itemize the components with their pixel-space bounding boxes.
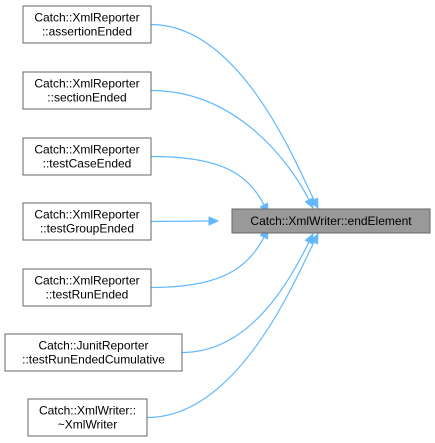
edge-line-4 — [150, 236, 265, 289]
nodes: Catch::XmlReporter::assertionEndedCatch:… — [4, 5, 431, 437]
arrowhead-icon — [208, 216, 220, 226]
edge-caller-2 — [150, 155, 269, 215]
edge-line-5 — [181, 241, 310, 354]
arrowhead-icon — [309, 197, 319, 210]
target-node-label-line-0: Catch::XmlWriter::endElement — [250, 214, 412, 228]
edge-caller-5 — [181, 232, 314, 354]
edge-line-0 — [150, 23, 315, 201]
caller-node-3-box — [22, 202, 152, 241]
arrowhead-icon — [309, 232, 319, 245]
caller-node-2-label-line-0: Catch::XmlReporter — [34, 143, 139, 157]
caller-node-1-label-line-0: Catch::XmlReporter — [34, 77, 139, 91]
caller-node-0[interactable]: Catch::XmlReporter::assertionEnded — [22, 5, 152, 44]
caller-node-5-box — [4, 333, 183, 372]
edge-caller-3 — [150, 216, 220, 226]
caller-node-1-label-line-1: ::sectionEnded — [47, 91, 126, 105]
caller-node-6-box — [27, 398, 148, 437]
caller-node-0-box — [22, 5, 152, 44]
caller-node-2[interactable]: Catch::XmlReporter::testCaseEnded — [22, 137, 152, 176]
caller-node-1[interactable]: Catch::XmlReporter::sectionEnded — [22, 71, 152, 110]
edge-line-6 — [146, 241, 315, 419]
target-node-box — [231, 208, 431, 234]
target-node[interactable]: Catch::XmlWriter::endElement — [231, 208, 431, 234]
edge-caller-6 — [146, 232, 319, 419]
caller-node-5-label-line-0: Catch::JunitReporter — [38, 339, 148, 353]
caller-node-4-box — [22, 268, 152, 307]
caller-node-6[interactable]: Catch::XmlWriter::~XmlWriter — [27, 398, 148, 437]
edge-caller-4 — [150, 227, 269, 289]
caller-node-2-box — [22, 137, 152, 176]
caller-node-4-label-line-0: Catch::XmlReporter — [34, 274, 139, 288]
arrowhead-icon — [304, 197, 314, 210]
edge-caller-0 — [150, 23, 319, 210]
caller-node-2-label-line-1: ::testCaseEnded — [43, 157, 132, 171]
edge-line-3 — [150, 220, 210, 223]
caller-node-4[interactable]: Catch::XmlReporter::testRunEnded — [22, 268, 152, 307]
caller-node-5[interactable]: Catch::JunitReporter::testRunEndedCumula… — [4, 333, 183, 372]
edge-line-1 — [150, 89, 310, 201]
caller-node-3[interactable]: Catch::XmlReporter::testGroupEnded — [22, 202, 152, 241]
caller-node-4-label-line-1: ::testRunEnded — [46, 288, 129, 302]
caller-node-5-label-line-1: ::testRunEndedCumulative — [22, 353, 165, 367]
caller-node-6-label-line-0: Catch::XmlWriter:: — [39, 404, 136, 418]
caller-node-3-label-line-1: ::testGroupEnded — [40, 222, 134, 236]
edge-caller-1 — [150, 89, 314, 210]
caller-node-0-label-line-1: ::assertionEnded — [42, 25, 132, 39]
caller-node-6-label-line-1: ~XmlWriter — [58, 418, 117, 432]
caller-node-3-label-line-0: Catch::XmlReporter — [34, 208, 139, 222]
caller-node-1-box — [22, 71, 152, 110]
caller-node-0-label-line-0: Catch::XmlReporter — [34, 11, 139, 25]
edge-line-2 — [150, 155, 265, 206]
